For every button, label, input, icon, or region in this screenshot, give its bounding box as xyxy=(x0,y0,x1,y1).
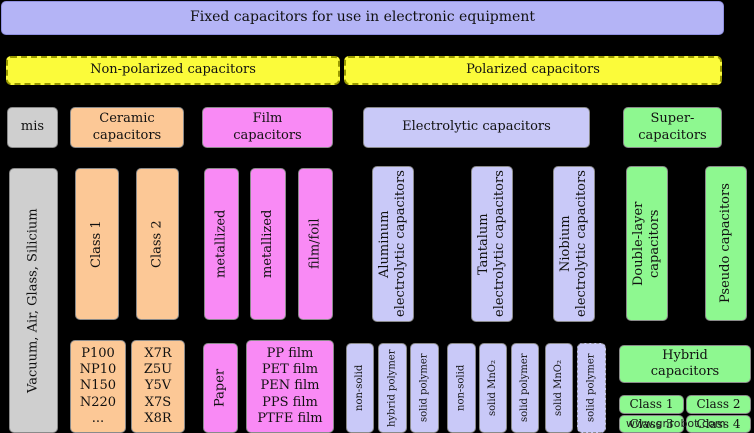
aluminum-electrolytic: Aluminum electrolytic capacitors xyxy=(372,166,414,322)
hybrid-class-1: Class 1 xyxy=(619,395,684,414)
ceramic-class-2-codes: X7R Z5U Y5V X7S X8R xyxy=(131,340,185,433)
tantalum-electrolytic: Tantalum electrolytic capacitors xyxy=(471,166,513,322)
hybrid-class-2: Class 2 xyxy=(686,395,751,414)
polarized-group: Polarized capacitors xyxy=(344,56,722,85)
tantalum-non-solid: non-solid xyxy=(447,343,476,433)
electrolytic-family: Electrolytic capacitors xyxy=(363,107,590,148)
mis-types: Vacuum, Air, Glass, Silicium xyxy=(9,168,58,433)
film-paper: Paper xyxy=(203,343,238,433)
double-layer-capacitors: Double-layer capacitors xyxy=(626,166,668,321)
hybrid-capacitors: Hybrid capacitors xyxy=(619,345,751,383)
niobium-solid-mno2: solid MnO₂ xyxy=(545,343,573,433)
mis-family: mis xyxy=(7,107,58,148)
aluminum-solid-polymer: solid polymer xyxy=(410,343,439,433)
ceramic-class-2: Class 2 xyxy=(136,168,179,320)
aluminum-hybrid-polymer: hybrid polymer xyxy=(378,343,407,433)
tantalum-solid-mno2: solid MnO₂ xyxy=(479,343,507,433)
film-foil: film/foil xyxy=(298,168,333,320)
film-metallized-plastic: metallized xyxy=(250,168,286,320)
aluminum-non-solid: non-solid xyxy=(346,343,374,433)
pseudo-capacitors: Pseudo capacitors xyxy=(705,166,747,321)
film-materials: PP film PET film PEN film PPS film PTFE … xyxy=(246,340,334,433)
hybrid-class-4: Class 4 xyxy=(686,415,751,433)
film-metallized-paper: metallized xyxy=(204,168,239,320)
tantalum-solid-polymer: solid polymer xyxy=(511,343,539,433)
ceramic-class-1: Class 1 xyxy=(75,168,119,320)
niobium-solid-polymer: solid polymer xyxy=(577,343,606,433)
supercapacitor-family: Super- capacitors xyxy=(623,107,722,148)
watermark-text: www.gnrobot.com xyxy=(626,417,726,430)
film-family: Film capacitors xyxy=(202,107,333,148)
non-polarized-group: Non-polarized capacitors xyxy=(6,56,340,85)
niobium-electrolytic: Niobium electrolytic capacitors xyxy=(553,166,595,322)
ceramic-class-1-codes: P100 NP10 N150 N220 ... xyxy=(70,340,126,433)
ceramic-family: Ceramic capacitors xyxy=(70,107,184,148)
diagram-title: Fixed capacitors for use in electronic e… xyxy=(1,1,724,35)
